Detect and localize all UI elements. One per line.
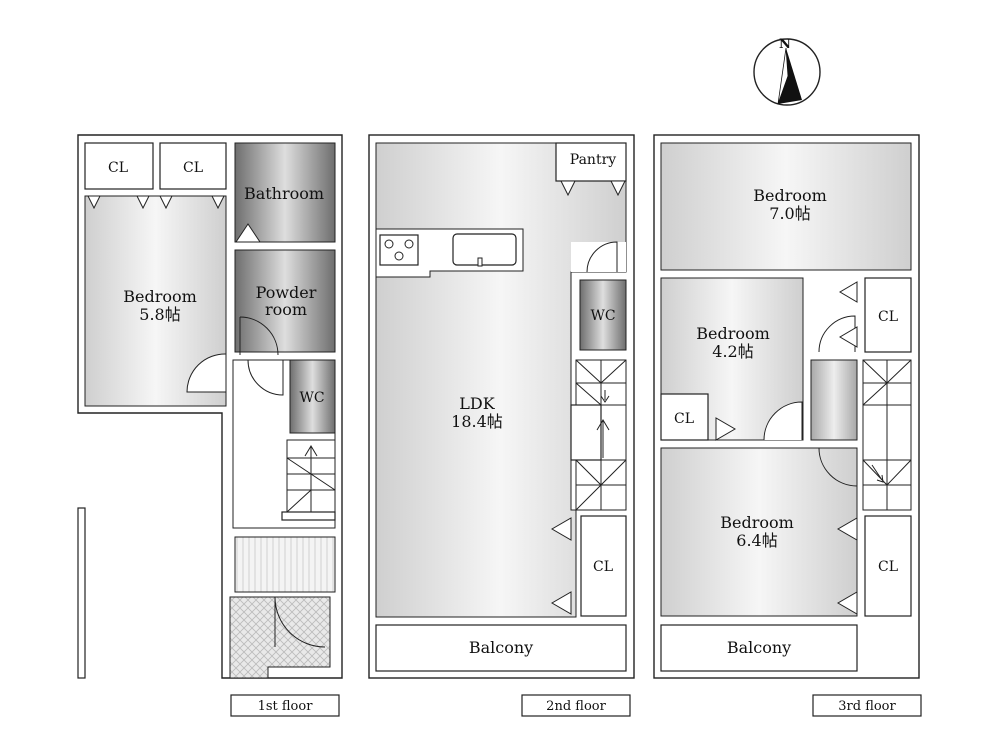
- sink-icon: [452, 233, 517, 266]
- first-floor-outline: [77, 134, 343, 679]
- first-bedroom-size: 5.8帖: [139, 305, 180, 324]
- bedroom-door-icon: [186, 353, 227, 393]
- powder-room: [234, 249, 336, 353]
- ldk-size: 18.4帖: [451, 412, 503, 431]
- kitchen-counter: [375, 228, 524, 278]
- powder-room-door-icon: [239, 316, 279, 356]
- pantry: [555, 142, 627, 182]
- bathroom: [234, 142, 336, 243]
- first-closet-1: [84, 142, 154, 190]
- first-closet-2: [159, 142, 227, 190]
- powder-room-label-2: room: [265, 300, 307, 319]
- third-bedroom-c: [660, 447, 858, 617]
- third-floor: Bedroom 7.0帖 Bedroom 4.2帖 Bedroom 6.4帖 C…: [653, 134, 922, 717]
- second-closet-doors: [551, 517, 572, 615]
- second-wc: [579, 279, 627, 351]
- powder-room-label-1: Powder: [256, 283, 317, 302]
- compass-north-label: N: [779, 37, 791, 52]
- third-hall: [810, 359, 858, 441]
- hallway-door-icon: [247, 359, 284, 396]
- third-balcony-label: Balcony: [727, 638, 791, 657]
- third-closet-bottom-doors: [837, 517, 858, 615]
- first-stairs: [281, 439, 336, 521]
- third-closet-small: [660, 393, 709, 441]
- second-balcony: [375, 624, 627, 672]
- second-wc-label: WC: [590, 308, 615, 324]
- third-closet-small-label: CL: [674, 411, 694, 427]
- entrance-step: [234, 536, 336, 593]
- first-wc: [289, 359, 336, 434]
- second-floor-outline: [368, 134, 635, 679]
- third-closet-top: [864, 277, 912, 353]
- first-closet-doors: [87, 195, 225, 210]
- wc-door-icon: [586, 241, 618, 273]
- third-floor-outline: [653, 134, 920, 679]
- third-stairs: [862, 359, 912, 511]
- third-closet-bottom: [864, 515, 912, 617]
- stairs-up-arrow-icon: [304, 445, 318, 500]
- second-floor-caption: 2nd floor: [546, 699, 606, 714]
- second-closet-label: CL: [593, 559, 613, 575]
- third-closet-top-doors: [839, 281, 858, 348]
- second-balcony-label: Balcony: [469, 638, 533, 657]
- hall-door-icon: [818, 315, 856, 353]
- third-bedroom-c-label: Bedroom: [720, 513, 794, 532]
- third-floor-caption-box: [812, 694, 922, 717]
- third-bedroom-b-label: Bedroom: [696, 324, 770, 343]
- bathroom-door-icon: [235, 223, 261, 243]
- third-balcony: [660, 624, 858, 672]
- stairs-up-arrow-icon: [596, 419, 610, 458]
- entrance-door-icon: [274, 596, 326, 648]
- third-bedroom-a-label: Bedroom: [753, 186, 827, 205]
- second-floor-caption-box: [521, 694, 631, 717]
- third-bedroom-c-size: 6.4帖: [736, 531, 777, 550]
- pantry-doors: [560, 180, 626, 197]
- second-floor: Pantry LDK 18.4帖 WC CL Balcony 2nd floor: [368, 134, 635, 717]
- first-floor-pillar: [77, 507, 86, 679]
- first-closet-1-label: CL: [108, 160, 128, 176]
- third-bedroom-b-size: 4.2帖: [712, 342, 753, 361]
- first-floor: CL CL Bathroom Bedroom 5.8帖 Powder room …: [77, 134, 343, 717]
- third-closet-bottom-label: CL: [878, 559, 898, 575]
- first-bedroom-label: Bedroom: [123, 287, 197, 306]
- bedroom-b-door-icon: [763, 401, 803, 441]
- third-bedroom-a: [660, 142, 912, 271]
- bedroom-c-door-icon: [818, 447, 858, 487]
- bathroom-label: Bathroom: [244, 184, 324, 203]
- pantry-label: Pantry: [570, 152, 616, 168]
- third-floor-caption: 3rd floor: [838, 699, 896, 714]
- second-stairs: [570, 359, 627, 511]
- ldk-label: LDK: [459, 394, 495, 413]
- first-floor-caption-box: [230, 694, 340, 717]
- third-closet-top-label: CL: [878, 309, 898, 325]
- first-closet-2-label: CL: [183, 160, 203, 176]
- first-floor-caption: 1st floor: [258, 699, 314, 714]
- entrance: [229, 596, 331, 679]
- compass: N: [753, 37, 821, 106]
- third-bedroom-a-size: 7.0帖: [769, 204, 810, 223]
- third-closet-small-door: [715, 417, 736, 441]
- second-closet: [580, 515, 627, 617]
- first-wc-label: WC: [299, 390, 324, 406]
